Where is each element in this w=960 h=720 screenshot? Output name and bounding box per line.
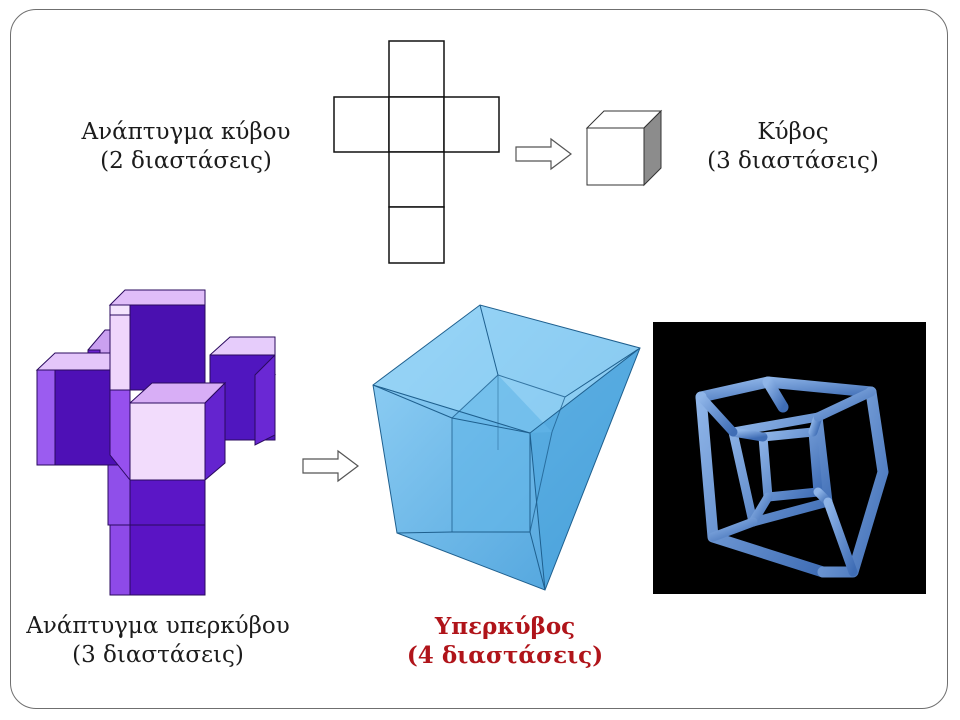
cube-3d [585,109,663,187]
cube-net-diagram [333,40,500,264]
cube-label: Κύβος (3 διαστάσεις) [688,118,898,176]
hypercube-label-line2: (4 διαστάσεις) [406,642,604,669]
cube-net-label-line2: (2 διαστάσεις) [100,148,272,174]
cube-net-label: Ανάπτυγμα κύβου (2 διαστάσεις) [66,118,306,176]
hypercube-label: Υπερκύβος (4 διαστάσεις) [395,612,615,670]
cube-label-line2: (3 διαστάσεις) [707,148,879,174]
hypercube-net-label-line1: Ανάπτυγμα υπερκύβου [26,613,290,639]
hypercube-net-label: Ανάπτυγμα υπερκύβου (3 διαστάσεις) [18,612,298,670]
right-arrow-icon [302,449,359,483]
tesseract-tube-render [653,322,926,594]
cube-net-label-line1: Ανάπτυγμα κύβου [81,119,291,145]
hypercube-net-label-line2: (3 διαστάσεις) [72,642,244,668]
hypercube-projection [372,304,641,591]
cube-label-line1: Κύβος [757,119,829,145]
right-arrow-icon [515,137,572,171]
hypercube-label-line1: Υπερκύβος [434,613,576,640]
hypercube-net-diagram [35,289,277,596]
